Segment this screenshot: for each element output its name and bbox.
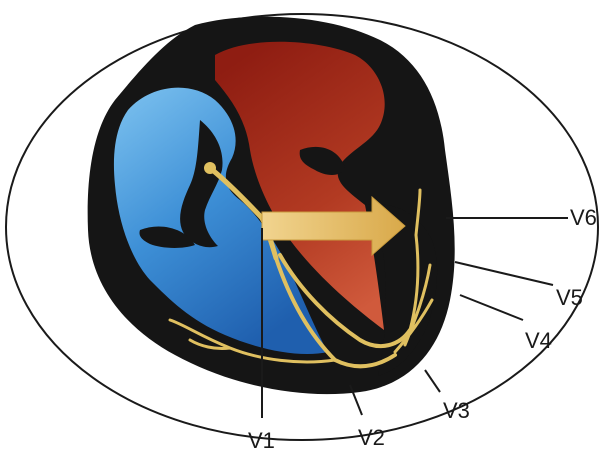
lead-label-v2: V2 xyxy=(358,425,385,450)
lead-line-v4 xyxy=(460,295,523,320)
lead-label-v3: V3 xyxy=(443,398,470,423)
lead-label-v1: V1 xyxy=(248,428,275,453)
lead-line-v5 xyxy=(455,262,553,285)
sa-node xyxy=(204,162,216,174)
lead-label-v6: V6 xyxy=(570,205,597,230)
lead-line-v3 xyxy=(425,370,440,392)
lead-label-v5: V5 xyxy=(556,285,583,310)
lead-label-v4: V4 xyxy=(525,328,552,353)
